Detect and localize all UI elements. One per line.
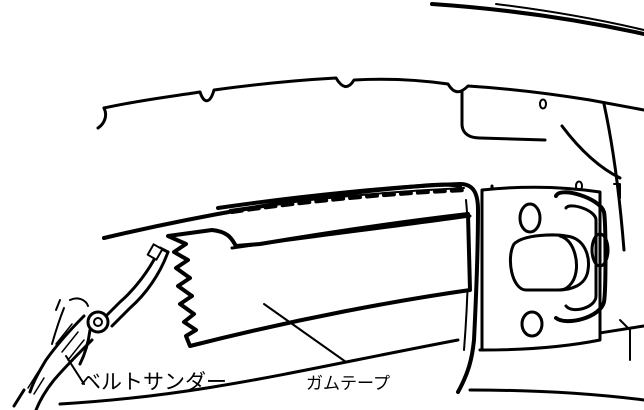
window-molding-line: [102, 76, 644, 112]
belt-sander-tool: [12, 243, 170, 410]
door-frame-lines: [460, 90, 626, 252]
door-handle: [480, 185, 610, 352]
roof-edge-line: [430, 2, 644, 36]
gum-tape-label: ガムテープ: [306, 374, 390, 394]
window-opening: [216, 182, 480, 394]
tape-leader-line: [263, 303, 347, 363]
belt-sander-label: ベルトサンダー: [80, 370, 227, 394]
sander-leader-line: [65, 355, 85, 385]
dashed-molding-strip: [230, 188, 468, 214]
gum-tape-shape: [166, 212, 472, 348]
